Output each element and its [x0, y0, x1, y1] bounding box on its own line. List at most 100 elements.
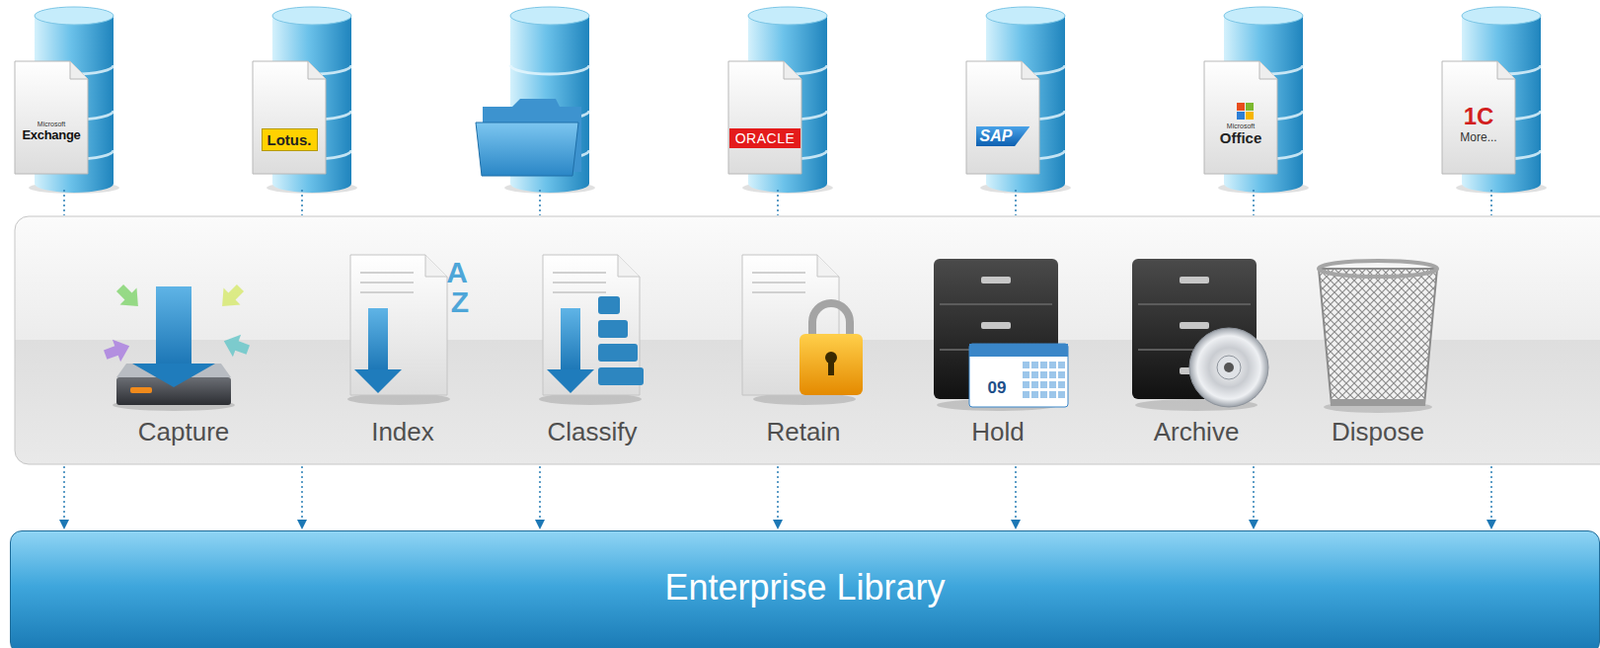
- drawing-part: [1040, 371, 1048, 379]
- class-bar: [598, 343, 638, 362]
- drawing-part: [1318, 260, 1438, 277]
- page-icon: [350, 254, 448, 395]
- document-icon: [252, 61, 326, 174]
- drawing-part: [1022, 380, 1030, 388]
- brand-small: Microsoft: [37, 120, 66, 128]
- drawing-part: [1031, 380, 1039, 388]
- more-text: More...: [1459, 130, 1497, 145]
- drawing-part: [1223, 6, 1303, 25]
- drawing-part: [1245, 111, 1254, 120]
- stage-label: Index: [371, 416, 435, 448]
- drawing-part: [1223, 362, 1234, 373]
- drawing-part: [475, 122, 579, 176]
- padlock-icon: [799, 303, 863, 395]
- class-bar: [598, 296, 620, 314]
- drawing-part: [132, 363, 216, 387]
- drawing-part: [1040, 390, 1048, 398]
- dotted-connector: [1014, 465, 1017, 530]
- drawing-part: [272, 6, 352, 25]
- down-arrow: [132, 286, 216, 387]
- drawing-part: [1022, 390, 1030, 398]
- drawing-part: [1138, 303, 1251, 305]
- drawing-part: [1022, 371, 1030, 379]
- stage-slot: Hold: [899, 416, 1097, 448]
- stage-label: Hold: [971, 416, 1024, 448]
- drawing-part: [1058, 380, 1066, 388]
- drawing-part: [752, 291, 806, 294]
- drawing-part: [368, 307, 388, 374]
- class-bar: [598, 367, 644, 385]
- stage-label: Retain: [765, 416, 840, 448]
- drawing-part: [1058, 390, 1066, 398]
- source-system: 1CMore...: [1442, 98, 1516, 186]
- drawing-part: [560, 307, 581, 374]
- drawing-part: [1049, 371, 1057, 379]
- drawing-part: [981, 276, 1011, 284]
- trash-icon: [1318, 260, 1438, 406]
- document-icon: [728, 61, 802, 174]
- brand-small: Microsoft: [1226, 122, 1255, 130]
- dotted-link: [538, 189, 541, 216]
- drawing-part: [1049, 390, 1057, 398]
- drawing-part: [1330, 398, 1426, 406]
- drawing-part: [552, 291, 607, 294]
- index-letter: Z: [451, 287, 469, 317]
- drawing-part: [783, 61, 802, 79]
- drawing-part: [155, 286, 192, 368]
- document-icon: [1442, 61, 1516, 174]
- stage-slot: Index: [304, 416, 502, 448]
- folder-icon: [475, 98, 582, 176]
- office-logo: [1236, 102, 1254, 120]
- dotted-connector: [1490, 189, 1493, 216]
- calendar-day: 09: [988, 379, 1007, 396]
- drawing-part: [1461, 6, 1541, 25]
- dotted-connector: [1490, 465, 1493, 530]
- drawing-part: [130, 386, 153, 393]
- drawing-part: [34, 6, 114, 25]
- document-icon: [14, 61, 88, 174]
- dotted-connector: [1252, 465, 1255, 530]
- library-band: Enterprise Library: [9, 530, 1600, 648]
- drawing-part: [214, 279, 249, 314]
- drawing-part: [1236, 111, 1245, 120]
- drawing-part: [252, 61, 326, 174]
- drawing-part: [966, 61, 1040, 174]
- drawing-part: [1318, 268, 1438, 405]
- drawing-part: [1040, 361, 1048, 369]
- drawing-part: [1031, 371, 1039, 379]
- stage-slot: Capture: [84, 416, 283, 448]
- drawing-part: [1049, 361, 1057, 369]
- drawing-part: [307, 61, 326, 79]
- drawing-part: [939, 303, 1053, 305]
- drawing-part: [101, 334, 135, 366]
- drawing-part: [70, 61, 88, 79]
- dotted-connector: [1252, 189, 1255, 216]
- drawing-part: [354, 369, 402, 393]
- stage-slot: Retain: [704, 416, 903, 448]
- drawing-part: [828, 359, 835, 376]
- drawing-part: [1497, 61, 1516, 79]
- drawing-part: [728, 61, 802, 174]
- drawing-part: [220, 329, 253, 361]
- source-system: ORACLE: [726, 98, 805, 186]
- drawing-part: [1031, 390, 1039, 398]
- drawing-part: [1040, 380, 1048, 388]
- drawing-part: [552, 271, 607, 274]
- dotted-connector: [301, 189, 304, 216]
- drawing-part: [111, 279, 147, 314]
- dotted-connector: [776, 189, 779, 216]
- drawing-part: [1259, 61, 1278, 79]
- drawing-part: [1022, 361, 1030, 369]
- dotted-connector: [538, 465, 541, 530]
- drawing-part: [981, 321, 1011, 329]
- drawing-part: [752, 271, 806, 274]
- drawing-part: [1021, 61, 1040, 79]
- drawing-part: [14, 61, 88, 174]
- stage-slot: Classify: [493, 416, 691, 448]
- stage-label: Capture: [138, 416, 230, 448]
- drawing-part: [510, 65, 590, 75]
- drawing-part: [1031, 361, 1039, 369]
- document-icon: [1204, 61, 1278, 174]
- drawing-part: [425, 254, 448, 277]
